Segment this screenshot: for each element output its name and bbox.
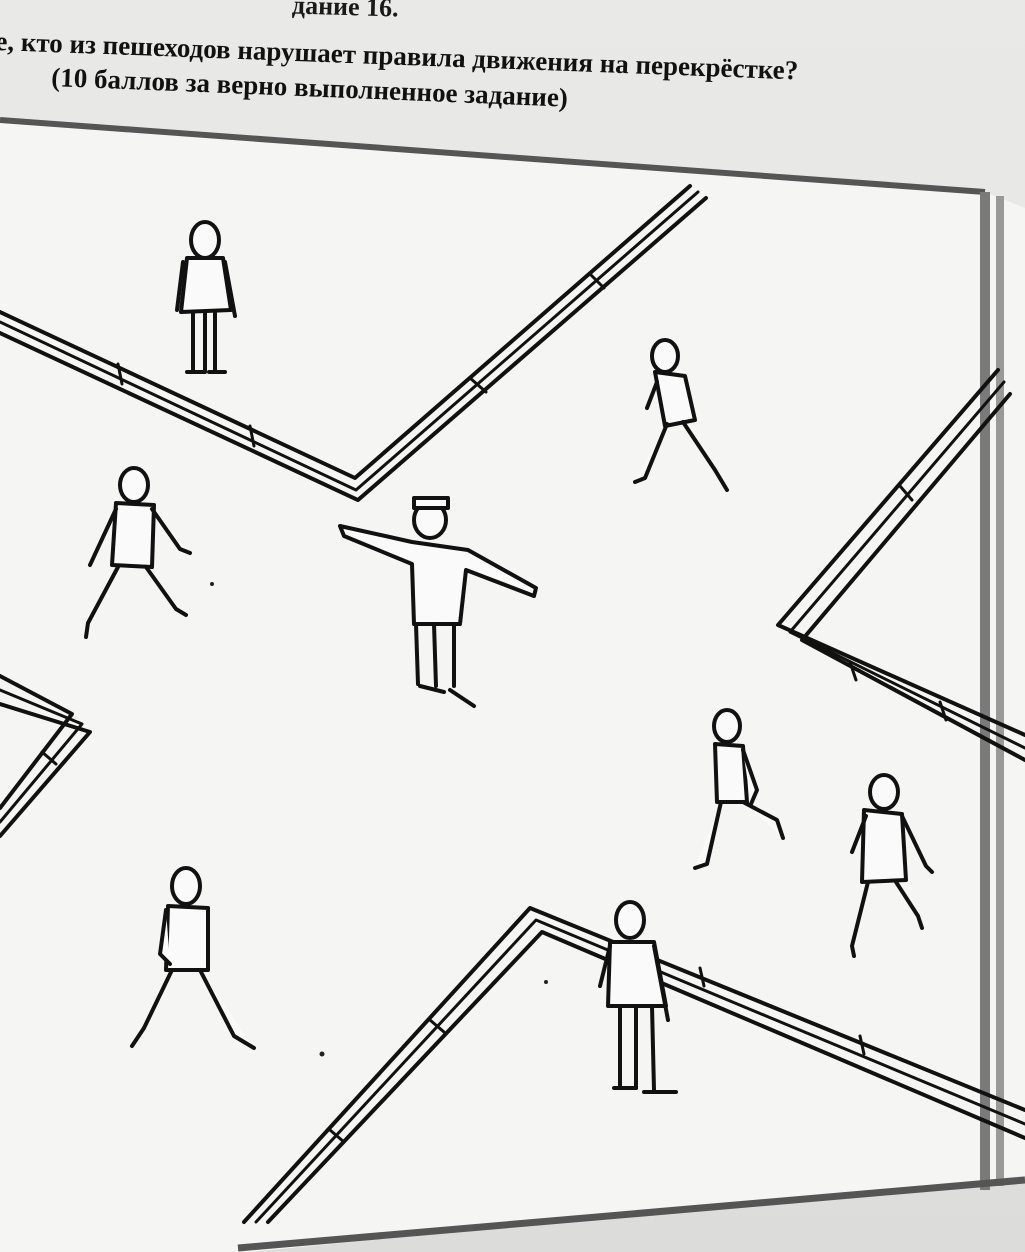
walking-man-right	[850, 773, 934, 958]
walking-man-left	[84, 466, 192, 639]
picture-frame	[0, 117, 1025, 1252]
walking-man-lower-middle	[693, 708, 785, 870]
print-specks	[210, 582, 548, 1057]
pedestrians	[84, 220, 934, 1094]
curbs	[0, 184, 1025, 1224]
standing-man-bottom-corner	[598, 900, 678, 1094]
curb-ticks	[40, 272, 948, 1144]
curb-left	[0, 674, 92, 838]
walking-man-bottom-left	[130, 866, 256, 1050]
standing-man-top-left	[175, 220, 237, 374]
traffic-controller-center	[338, 496, 538, 708]
curb-right	[776, 368, 1025, 762]
walking-man-top-right	[633, 338, 729, 492]
